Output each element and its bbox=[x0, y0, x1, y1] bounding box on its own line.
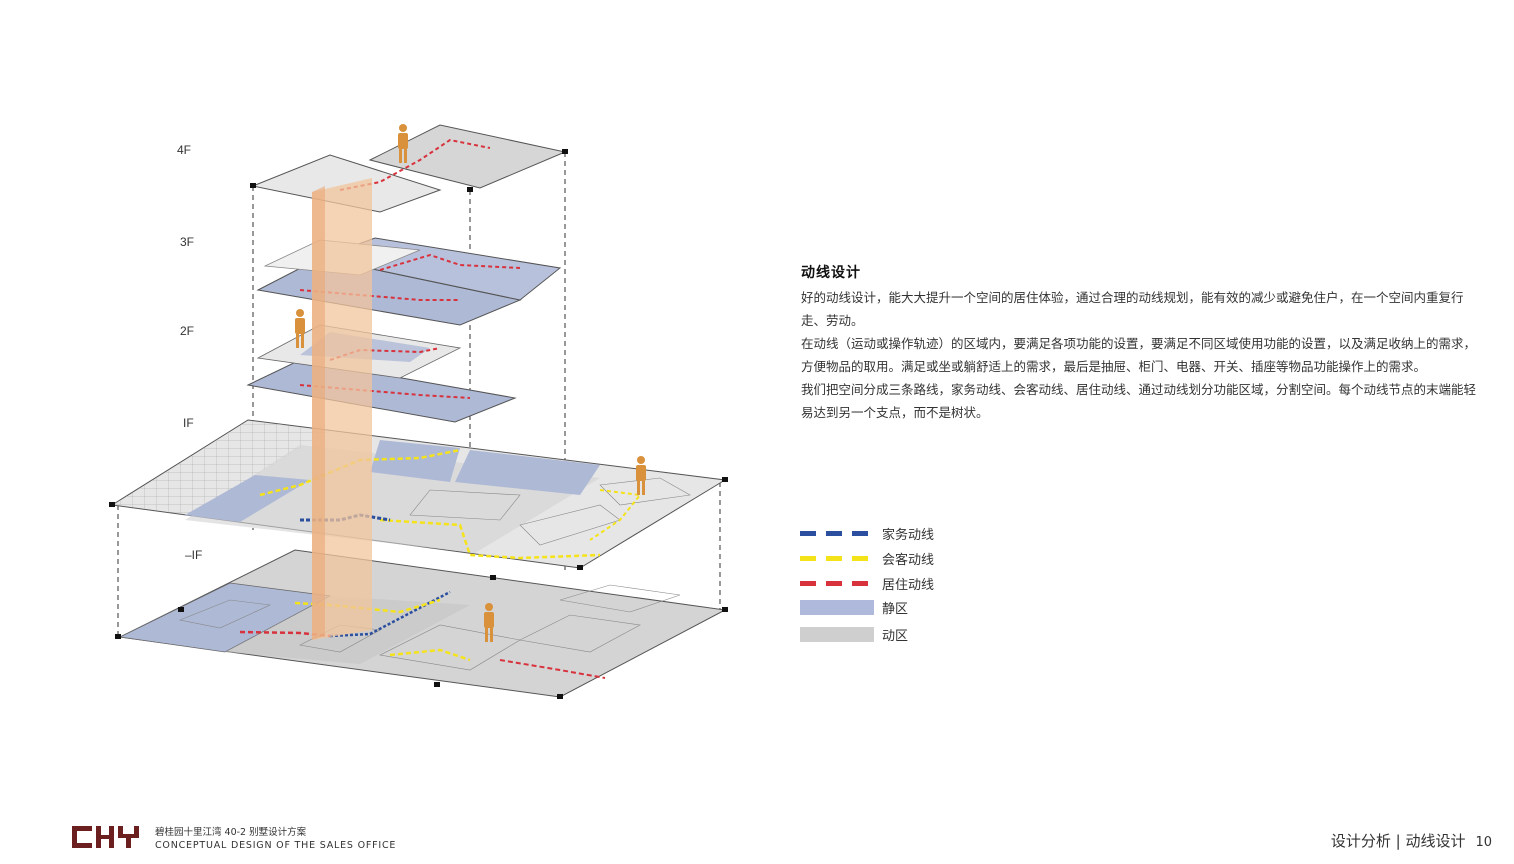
footer-project-info: 碧桂园十里江湾 40-2 别墅设计方案 CONCEPTUAL DESIGN OF… bbox=[155, 826, 396, 852]
floor-label-3f: 3F bbox=[180, 235, 195, 249]
paragraph-2: 在动线（运动或操作轨迹）的区域内，要满足各项功能的设置，要满足不同区域使用功能的… bbox=[801, 336, 1477, 374]
floor-label-b1f: –IF bbox=[185, 548, 203, 562]
legend-label: 静区 bbox=[882, 602, 909, 617]
legend-label: 居住动线 bbox=[882, 578, 935, 593]
legend-label: 动区 bbox=[882, 629, 909, 644]
chy-logo bbox=[72, 826, 139, 848]
legend-label: 家务动线 bbox=[882, 528, 935, 543]
project-name: 碧桂园十里江湾 40-2 别墅设计方案 bbox=[155, 827, 307, 838]
footer-section: 设计分析 | 动线设计 10 bbox=[1331, 830, 1492, 851]
section-name: 设计分析 | 动线设计 bbox=[1330, 832, 1466, 850]
yellow-dash-swatch bbox=[800, 556, 874, 561]
blue-dash-swatch bbox=[800, 531, 874, 536]
circulation-description: 动线设计 好的动线设计，能大大提升一个空间的居住体验，通过合理的动线规划，能有效… bbox=[801, 262, 1481, 424]
floor-circulation-diagram bbox=[109, 124, 728, 699]
red-dash-swatch bbox=[800, 581, 874, 586]
page-number: 10 bbox=[1475, 835, 1492, 850]
paragraph-3: 我们把空间分成三条路线，家务动线、会客动线、居住动线、通过动线划分功能区域，分割… bbox=[801, 382, 1477, 420]
floor-label-2f: 2F bbox=[180, 324, 195, 338]
legend-label: 会客动线 bbox=[882, 553, 935, 568]
quiet-zone-swatch bbox=[800, 600, 874, 615]
active-zone-swatch bbox=[800, 627, 874, 642]
floor-label-1f: IF bbox=[183, 416, 194, 430]
floor-label-4f: 4F bbox=[177, 143, 192, 157]
project-subtitle: CONCEPTUAL DESIGN OF THE SALES OFFICE bbox=[155, 840, 397, 851]
section-title: 动线设计 bbox=[801, 265, 861, 281]
paragraph-1: 好的动线设计，能大大提升一个空间的居住体验，通过合理的动线规划，能有效的减少或避… bbox=[801, 290, 1464, 328]
